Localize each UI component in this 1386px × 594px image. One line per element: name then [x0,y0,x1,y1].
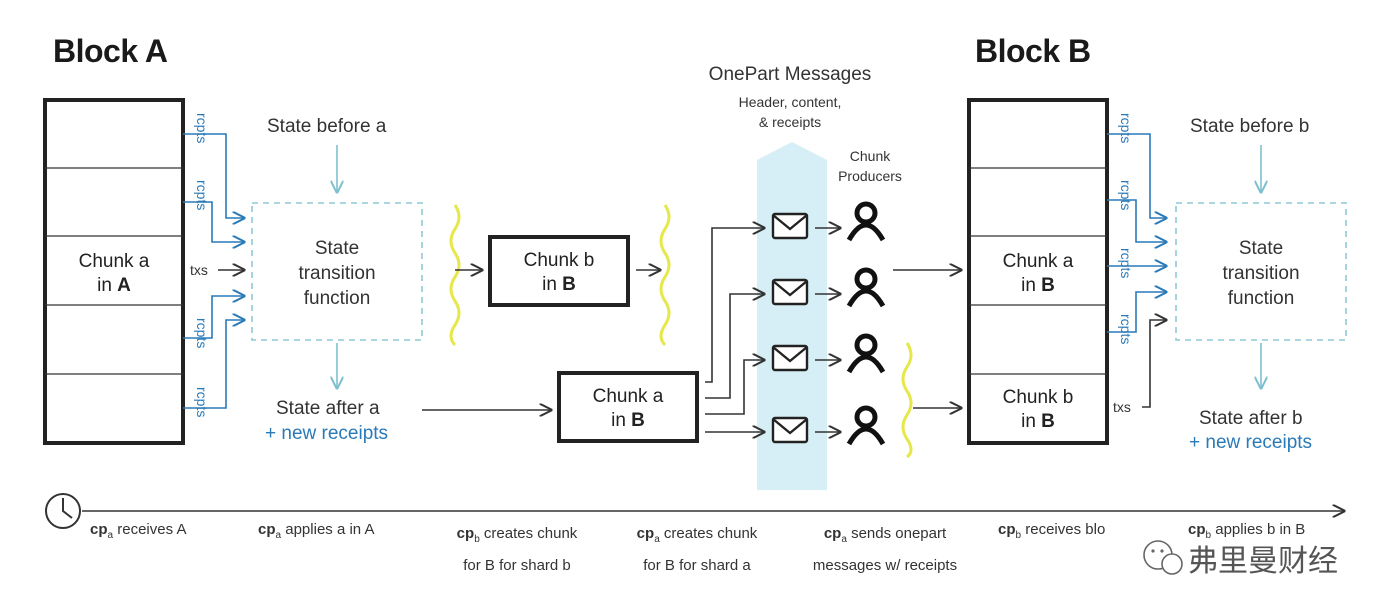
block-b-chunk-a-label: Chunk a in B [1002,251,1074,296]
clock-icon [45,493,81,529]
chunk-b-in-b-box [488,235,630,307]
block-a-title: Block A [53,33,168,69]
block-b-chunk-b-label: Chunk b in B [1002,387,1074,432]
person-icon [846,405,886,446]
onepart-title: OnePart Messages [708,64,872,85]
timeline-step-2: cpa applies a in A [258,521,375,541]
state-after-b: State after b [1199,408,1303,429]
watermark-text: 弗里曼财经 [1188,545,1338,578]
chunk-line1: Chunk a [78,251,150,272]
onepart-band-arrowhead [757,142,827,160]
block-b-column [967,98,1109,445]
envelope-icon [771,212,809,240]
block-a-rcpt-4: rcpts [194,387,210,418]
block-a-receipt-arrows [183,133,244,409]
person-icon [846,201,886,242]
chunk-a-in-b-label: Chunk a in B [592,386,664,431]
squiggle-right [901,342,913,459]
state-before-a: State before a [267,116,387,137]
block-a-chunk-label: Chunk a in A [45,250,183,298]
block-b-title: Block B [975,33,1091,69]
state-after-a: State after a [276,398,380,419]
timeline-step-7: cpb applies b in B [1188,521,1306,541]
envelope-icon [771,416,809,444]
block-b-rcpt-4: rcpts [1118,314,1134,345]
timeline-step-4: cpa creates chunk for B for shard a [636,525,758,574]
block-a-rcpt-2: rcpts [194,180,210,211]
stf-a-label: State transition function [298,238,376,309]
block-a-rcpt-3: rcpts [194,318,210,349]
envelope-icon [771,278,809,306]
squiggle-mid [659,204,671,347]
chunk-producers-label: Chunk Producers [838,148,902,184]
block-b-rcpt-1: rcpts [1118,113,1134,144]
block-a-txs-label: txs [190,262,208,278]
block-a-column [43,98,185,445]
message-row-2 [771,267,886,308]
chunk-a-in-b-box [557,371,699,443]
wechat-icon [1143,540,1183,575]
stf-b-label: State transition function [1222,238,1300,309]
timeline-step-5: cpa sends onepart messages w/ receipts [812,525,958,574]
timeline-step-6: cpb receives blo [998,521,1106,541]
onepart-subtitle-2: & receipts [758,114,822,130]
timeline-step-3: cpb creates chunk for B for shard b [456,525,578,574]
chunk-line2: in A [97,275,131,296]
timeline-step-1: cpa receives A [90,521,187,541]
new-receipts-b: + new receipts [1189,432,1313,453]
message-row-4 [771,405,886,446]
message-row-3 [771,333,886,374]
person-icon [846,267,886,308]
block-b-rcpt-2: rcpts [1118,180,1134,211]
block-b-txs-arrow [1142,320,1166,408]
block-b-rcpt-3: rcpts [1118,248,1134,279]
chunk-to-message-arrows [705,228,764,432]
block-b-txs-label: txs [1113,399,1131,415]
new-receipts-a: + new receipts [265,423,389,444]
person-icon [846,333,886,374]
onepart-subtitle-1: Header, content, [738,94,842,110]
block-a-rcpt-1: rcpts [194,113,210,144]
block-b-receipt-arrows [1107,133,1166,333]
squiggle-left [449,204,461,347]
chunk-b-in-b-label: Chunk b in B [523,250,595,295]
message-row-1 [771,201,886,242]
envelope-icon [771,344,809,372]
state-before-b: State before b [1190,116,1310,137]
